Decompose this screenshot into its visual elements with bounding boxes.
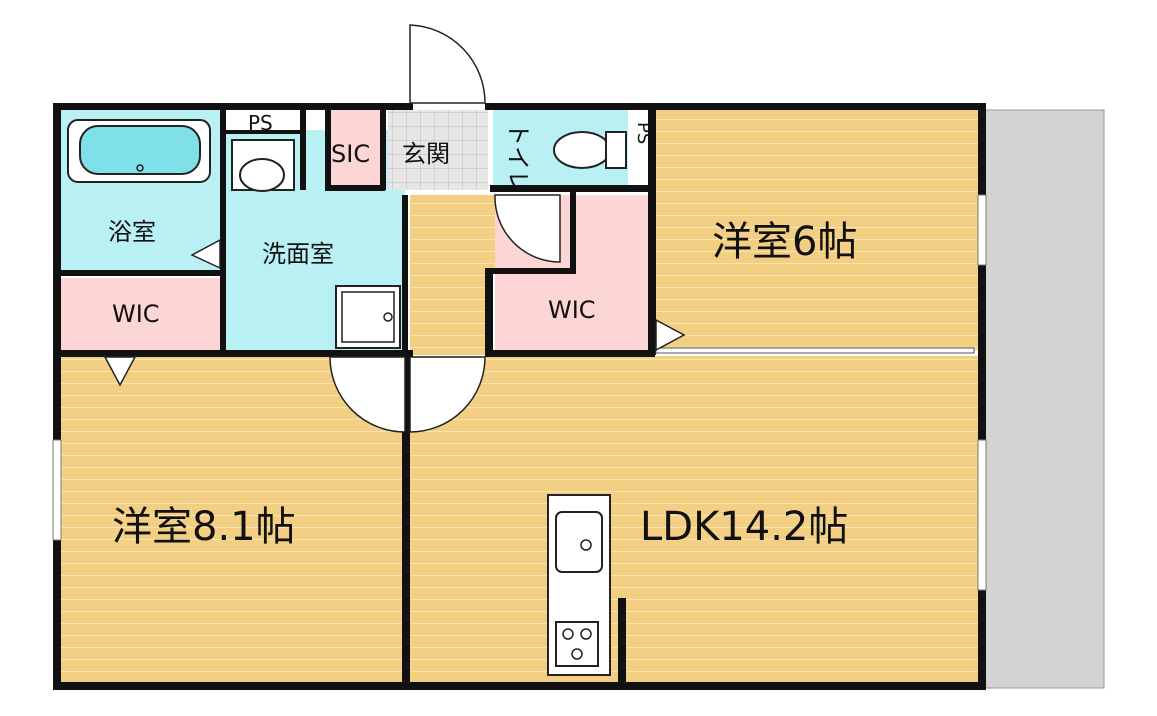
room-label-toilet: トイレ <box>504 122 532 194</box>
room-label-sic: SIC <box>331 140 370 168</box>
western-room-6-floor <box>655 110 980 350</box>
room-label-western-6: 洋室6帖 <box>712 219 857 265</box>
room-label-washroom: 洗面室 <box>262 240 334 268</box>
room-label-wic-left: WIC <box>112 300 160 328</box>
door-markers <box>103 238 686 387</box>
balcony <box>984 109 1105 689</box>
walls <box>53 103 986 690</box>
room-label-western-8: 洋室8.1帖 <box>112 504 296 550</box>
entrance-floor <box>388 110 488 190</box>
sic-floor <box>328 110 383 185</box>
room-label-entrance: 玄関 <box>402 140 450 168</box>
bathtub-icon <box>67 119 211 183</box>
wic-left-floor <box>60 278 220 350</box>
western-room-8-floor <box>60 356 405 682</box>
room-label-ps-right: PS <box>633 122 654 144</box>
washing-machine-icon <box>335 285 401 349</box>
windows <box>52 194 987 591</box>
room-label-ps-top: PS <box>248 111 273 135</box>
room-label-ldk: LDK14.2帖 <box>640 504 848 550</box>
room-label-wic-center: WIC <box>548 296 596 324</box>
sliding-door-rail <box>655 347 975 354</box>
kitchen-counter <box>547 494 611 676</box>
toilet-icon <box>553 131 627 169</box>
room-label-bath: 浴室 <box>108 218 156 246</box>
sink-icon <box>231 139 295 192</box>
doors <box>329 24 561 433</box>
ldk-floor <box>410 356 980 682</box>
hallway-floor <box>410 195 490 355</box>
